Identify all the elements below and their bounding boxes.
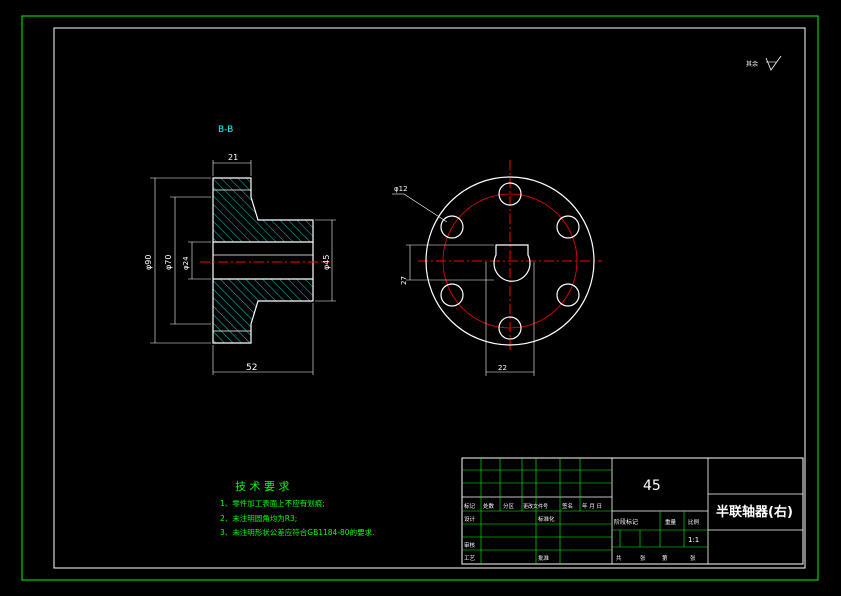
dim-top-width: 21 — [228, 153, 238, 162]
tb-label-count: 处数 — [483, 502, 495, 510]
tb-label-review: 审核 — [464, 541, 476, 549]
inner-frame — [53, 27, 806, 569]
tb-label-weight: 重量 — [665, 518, 677, 526]
dim-d4: φ45 — [322, 255, 331, 270]
tech-item: 3、未注明形状公差应符合GB1184-80的要求. — [220, 527, 374, 537]
tb-label-mark: 标记 — [464, 502, 476, 510]
tech-title: 技 术 要 求 — [235, 480, 290, 493]
tb-scale-value: 1:1 — [688, 536, 699, 544]
bolt-hole — [440, 283, 464, 307]
bolt-hole — [440, 215, 464, 239]
upper-hatch — [213, 178, 313, 242]
tb-label-no: 第 — [662, 554, 668, 562]
dim-key-height: 27 — [400, 276, 408, 285]
bolt-hole — [556, 283, 580, 307]
bolt-hole — [498, 182, 522, 206]
title-block: 标记 处数 分区 更改文件号 签名 年 月 日 设计 标准化 审核 工艺 批准 … — [461, 457, 804, 565]
flange-circle — [425, 176, 595, 346]
dim-length: 52 — [246, 363, 257, 373]
lower-hatch — [213, 279, 313, 343]
dim-hole: φ12 — [394, 185, 408, 193]
dim-d3: φ24 — [182, 256, 190, 270]
pitch-circle — [442, 193, 578, 329]
dim-key-width: 22 — [498, 364, 507, 372]
tb-label-zone: 分区 — [503, 502, 515, 510]
section-view: B-B 21 φ90 — [144, 125, 336, 375]
tb-label-sheets: 张 — [640, 554, 646, 562]
tb-label-scale: 比例 — [688, 518, 700, 526]
roughness-note: 其余 — [746, 55, 782, 71]
roughness-icon — [765, 55, 782, 71]
tb-label-approve: 批准 — [538, 554, 550, 562]
outer-frame — [21, 15, 819, 581]
front-view: φ12 27 22 — [392, 160, 602, 376]
tb-label-total: 共 — [616, 554, 622, 562]
dim-od: φ90 — [144, 255, 153, 270]
bolt-hole — [498, 316, 522, 340]
tech-item: 1、零件加工表面上不应有划痕; — [220, 498, 325, 508]
tb-part-name: 半联轴器(右) — [716, 504, 793, 520]
tb-label-design: 设计 — [464, 515, 476, 523]
tb-label-stage: 阶段标记 — [614, 518, 638, 526]
tb-material: 45 — [643, 478, 661, 494]
tb-label-standard: 标准化 — [538, 515, 555, 523]
tech-requirements: 技 术 要 求 1、零件加工表面上不应有划痕; 2、未注明圆角均为R3; 3、未… — [220, 480, 374, 537]
roughness-label: 其余 — [746, 60, 758, 68]
tech-item: 2、未注明圆角均为R3; — [220, 513, 297, 523]
section-label: B-B — [218, 125, 233, 135]
tb-label-sign: 签名 — [562, 502, 573, 510]
flange-outline — [212, 177, 314, 344]
tb-label-change: 更改文件号 — [523, 503, 548, 510]
tb-label-sheet: 张 — [690, 554, 696, 562]
tb-label-date: 年 月 日 — [582, 502, 602, 510]
bore-keyway — [493, 244, 531, 282]
tb-label-process: 工艺 — [464, 555, 476, 562]
bolt-hole — [556, 215, 580, 239]
dim-d2: φ70 — [164, 255, 173, 270]
